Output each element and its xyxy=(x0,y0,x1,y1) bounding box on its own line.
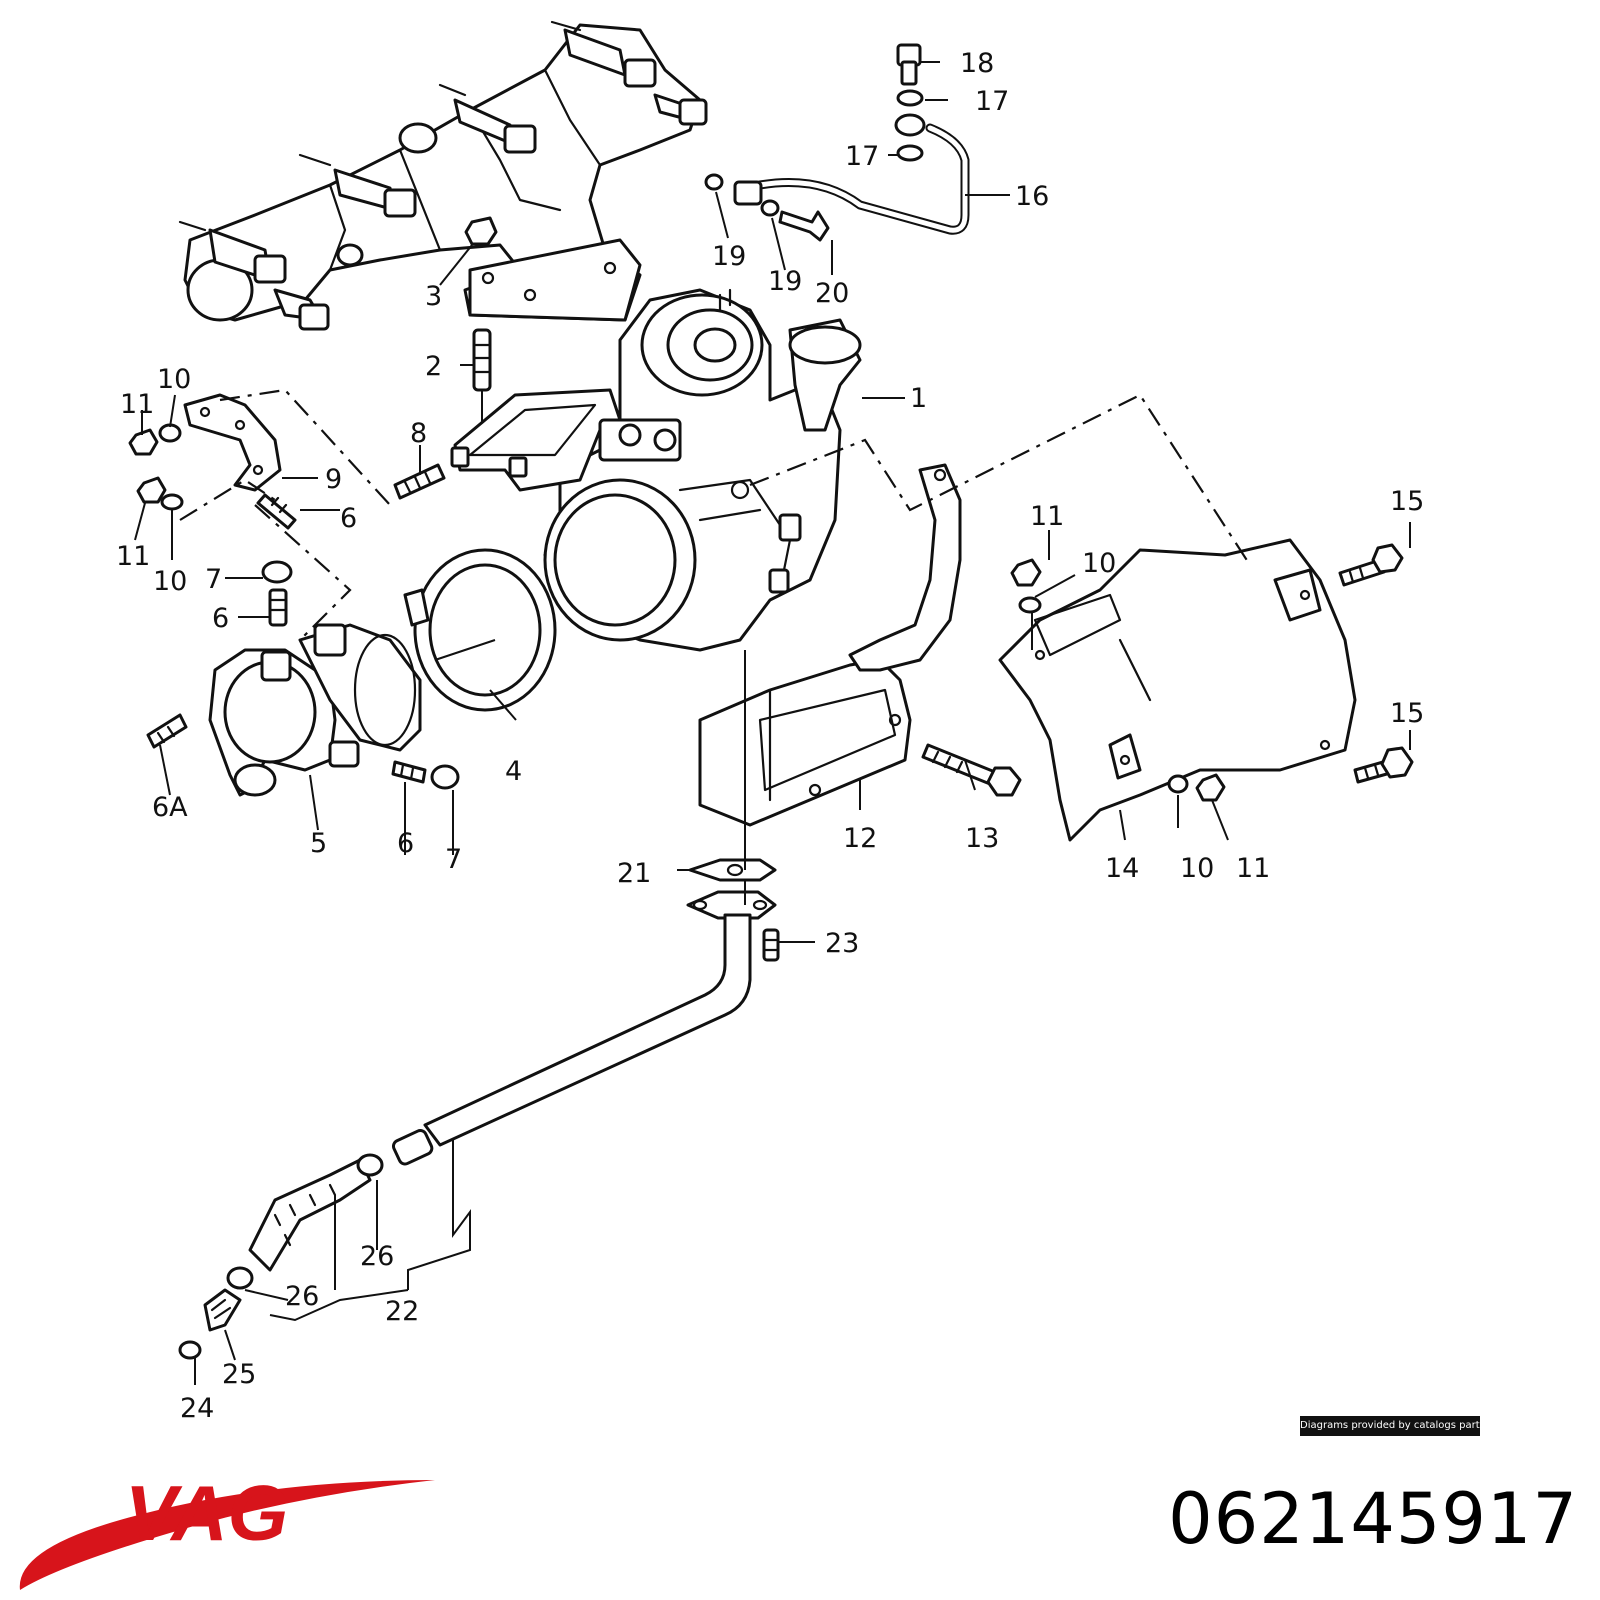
callout-26-lower: 26 xyxy=(285,1281,319,1312)
callout-6-right: 6 xyxy=(397,828,414,859)
oil-feed-pipe-16 xyxy=(755,123,970,235)
callout-23: 23 xyxy=(825,928,859,959)
callout-7-right: 7 xyxy=(445,844,462,875)
stud-6-and-nut-7-left xyxy=(261,560,293,627)
nut-3 xyxy=(464,216,498,246)
callout-1: 1 xyxy=(910,383,927,414)
support-bracket xyxy=(848,463,962,672)
exhaust-manifold xyxy=(178,20,708,331)
callout-5: 5 xyxy=(310,828,327,859)
callout-24: 24 xyxy=(180,1393,214,1424)
callout-26-upper: 26 xyxy=(360,1241,394,1272)
callout-10-lower-right: 10 xyxy=(1180,853,1214,884)
callout-18: 18 xyxy=(960,48,994,79)
outlet-flange-5 xyxy=(208,623,422,797)
callout-14: 14 xyxy=(1105,853,1139,884)
stud-6-upper xyxy=(256,493,297,530)
nut-washer-10-11-left xyxy=(128,423,184,511)
nut-washer-10-11-lower-right xyxy=(1167,773,1226,802)
clamp-ring-4 xyxy=(403,548,557,712)
callout-13: 13 xyxy=(965,823,999,854)
callout-2: 2 xyxy=(425,351,442,382)
leader-lines xyxy=(134,61,1411,1385)
callout-20: 20 xyxy=(815,278,849,309)
stud-8 xyxy=(393,463,446,500)
gaskets-21 xyxy=(686,858,777,920)
callout-25: 25 xyxy=(222,1359,256,1390)
callout-16: 16 xyxy=(1015,181,1049,212)
diagram-credit: Diagrams provided by catalogs parts xyxy=(1300,1416,1485,1436)
callout-3: 3 xyxy=(425,281,442,312)
union-fitting-19-20 xyxy=(704,173,830,242)
callout-19-left: 19 xyxy=(712,241,746,272)
vag-logo: VAG xyxy=(19,1469,435,1590)
bracket-9 xyxy=(183,393,282,492)
callout-9: 9 xyxy=(325,464,342,495)
callout-15-upper: 15 xyxy=(1390,486,1424,517)
callout-12: 12 xyxy=(843,823,877,854)
callout-22: 22 xyxy=(385,1296,419,1327)
bolt-23 xyxy=(762,928,780,962)
callout-10-upper-right: 10 xyxy=(1082,548,1116,579)
bolt-15-lower xyxy=(1353,746,1414,784)
callout-11-lower-right: 11 xyxy=(1236,853,1270,884)
callout-7-left: 7 xyxy=(205,564,222,595)
heat-shield-14 xyxy=(998,538,1357,842)
heat-shield-12 xyxy=(698,658,912,827)
stud-6-and-nut-7-right xyxy=(391,760,460,790)
bolt-15-upper xyxy=(1338,543,1404,587)
callout-17-upper: 17 xyxy=(975,86,1009,117)
callout-8: 8 xyxy=(410,418,427,449)
callout-10-lower-left: 10 xyxy=(153,566,187,597)
part-number: 062145917 xyxy=(1168,1478,1578,1560)
phantom-lines xyxy=(179,388,1251,905)
hose-clamps-26 xyxy=(226,1153,384,1290)
callout-6-left: 6 xyxy=(212,603,229,634)
callout-11-top-left: 11 xyxy=(120,389,154,420)
callout-11-lower-left: 11 xyxy=(116,541,150,572)
stud-6A xyxy=(146,713,188,749)
oil-return-pipe-22 xyxy=(248,913,752,1272)
callout-17-lower: 17 xyxy=(845,141,879,172)
union-25-and-seal-24 xyxy=(178,1288,242,1360)
callout-21: 21 xyxy=(617,858,651,889)
callout-labels: 1 2 3 4 5 6 7 6A 7 6 6 9 8 10 11 11 10 1… xyxy=(116,48,1424,1424)
callout-11-upper-right: 11 xyxy=(1030,501,1064,532)
bolt-13 xyxy=(921,743,1022,797)
callout-6A: 6A xyxy=(152,792,188,823)
nut-washer-10-11-upper-right xyxy=(1010,558,1042,614)
callout-15-lower: 15 xyxy=(1390,698,1424,729)
turbocharger-1 xyxy=(450,288,862,652)
banjo-fitting-17-18 xyxy=(894,43,926,162)
callout-6-upper: 6 xyxy=(340,503,357,534)
callout-4: 4 xyxy=(505,756,522,787)
callout-19-right: 19 xyxy=(768,266,802,297)
brand-name: VAG xyxy=(125,1469,288,1557)
callout-10-top-left: 10 xyxy=(157,364,191,395)
